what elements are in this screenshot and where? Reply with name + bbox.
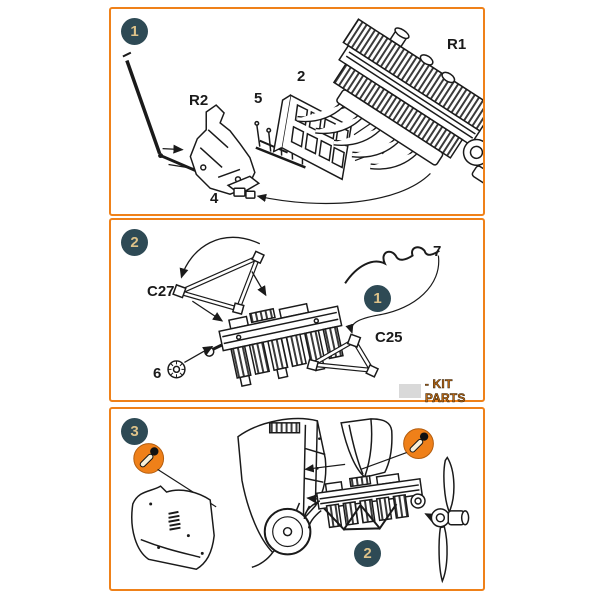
step1-illustration bbox=[122, 18, 483, 205]
leader-curve bbox=[256, 172, 431, 205]
arrow bbox=[251, 271, 267, 297]
arrow bbox=[184, 345, 214, 363]
step-number-badge: 1 bbox=[121, 18, 148, 45]
engine-assembly-drawing bbox=[204, 302, 344, 388]
part-label-7: 7 bbox=[433, 243, 442, 260]
leader-line bbox=[360, 451, 407, 470]
mount-r2-drawing bbox=[189, 104, 261, 196]
bearer-c25-drawing bbox=[306, 333, 380, 378]
part-label-2: 2 bbox=[297, 68, 306, 85]
step3-illustration bbox=[131, 417, 470, 584]
paint-brush-icon bbox=[403, 428, 434, 459]
step-number-badge: 3 bbox=[121, 418, 148, 445]
arrow bbox=[162, 144, 184, 154]
clamp-drawing bbox=[233, 187, 256, 199]
arrow bbox=[191, 300, 224, 322]
upper-cowling-drawing bbox=[340, 418, 393, 479]
kit-parts-label: - KIT PARTS bbox=[424, 377, 466, 406]
kit-parts-legend: - KIT PARTS bbox=[399, 377, 483, 405]
engine-unit-drawing bbox=[303, 473, 426, 531]
curved-arrow bbox=[179, 236, 261, 279]
disc-part6-drawing bbox=[167, 360, 186, 379]
part-label-r1: R1 bbox=[447, 36, 467, 53]
step-1-panel: 1 R1 R2 2 5 4 bbox=[109, 7, 485, 216]
paint-brush-icon bbox=[133, 443, 165, 474]
part-label-c27: C27 bbox=[147, 283, 175, 300]
part-label-6: 6 bbox=[153, 365, 162, 382]
propeller-drawing bbox=[430, 456, 470, 584]
kit-parts-swatch bbox=[399, 384, 421, 398]
pipe-part7-drawing bbox=[344, 246, 440, 334]
part-label-r2: R2 bbox=[189, 92, 209, 109]
part-label-4: 4 bbox=[210, 190, 219, 207]
fuselage-nose-drawing bbox=[237, 417, 327, 568]
step2-illustration bbox=[167, 236, 440, 388]
bearer-c27-drawing bbox=[172, 250, 265, 315]
engine-r1-drawing bbox=[296, 18, 483, 186]
arrow bbox=[304, 463, 346, 473]
subassembly-ref-badge: 2 bbox=[354, 540, 381, 567]
part-label-5: 5 bbox=[254, 90, 263, 107]
subassembly-ref-badge: 1 bbox=[364, 285, 391, 312]
cowl-panel-drawing bbox=[131, 485, 215, 571]
step-number-badge: 2 bbox=[121, 229, 148, 256]
step-3-panel: 3 2 bbox=[109, 407, 485, 591]
step-2-panel: 2 C27 6 7 C25 1 - KIT PARTS bbox=[109, 218, 485, 405]
part-label-c25: C25 bbox=[375, 329, 403, 346]
